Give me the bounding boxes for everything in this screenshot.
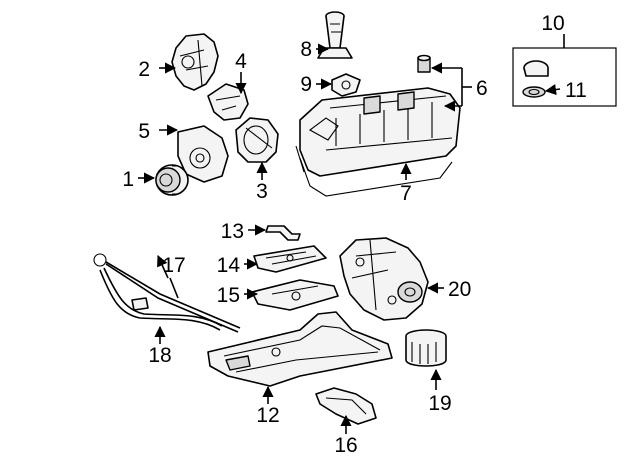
callout-20: 20 <box>448 278 471 301</box>
callout-16: 16 <box>334 434 357 457</box>
part-18-tube <box>99 267 223 331</box>
callout-15: 15 <box>217 284 240 307</box>
callout-13: 13 <box>221 220 244 243</box>
callout-8: 8 <box>300 38 312 61</box>
part-13-bracket <box>265 225 301 241</box>
callout-17: 17 <box>162 254 185 277</box>
callout-1: 1 <box>122 168 134 191</box>
part-6-cap <box>417 54 431 73</box>
part-20-oil-pump <box>339 237 429 321</box>
part-14-baffle <box>253 245 327 273</box>
callout-3: 3 <box>256 180 268 203</box>
callout-12: 12 <box>256 404 279 427</box>
part-15-plate <box>251 279 339 311</box>
leader-lines <box>138 34 565 434</box>
callout-19: 19 <box>428 392 451 415</box>
callout-18: 18 <box>148 344 171 367</box>
callout-9: 9 <box>300 73 312 96</box>
part-16-gasket <box>315 387 377 425</box>
callout-6: 6 <box>476 77 488 100</box>
part-12-oil-pan <box>207 311 393 387</box>
callout-2: 2 <box>138 58 150 81</box>
part-3-pump <box>235 117 279 163</box>
callout-10: 10 <box>541 12 564 35</box>
callout-7: 7 <box>400 182 412 205</box>
callout-14: 14 <box>217 254 241 277</box>
part-19-filter <box>405 329 447 367</box>
part-7-valve-cover <box>295 87 461 197</box>
part-4-bracket <box>207 83 249 121</box>
part-1-pulley <box>155 164 189 196</box>
callout-5: 5 <box>138 120 150 143</box>
callout-11: 11 <box>565 79 587 102</box>
part-8-filler-tube <box>317 11 353 59</box>
part-2-cover <box>171 33 219 91</box>
part-5-plate <box>177 125 229 183</box>
part-9-gasket <box>331 73 361 97</box>
callout-4: 4 <box>235 50 247 73</box>
callout-labels: 2 4 5 1 3 8 9 6 7 10 11 13 14 15 17 18 1… <box>122 12 587 457</box>
